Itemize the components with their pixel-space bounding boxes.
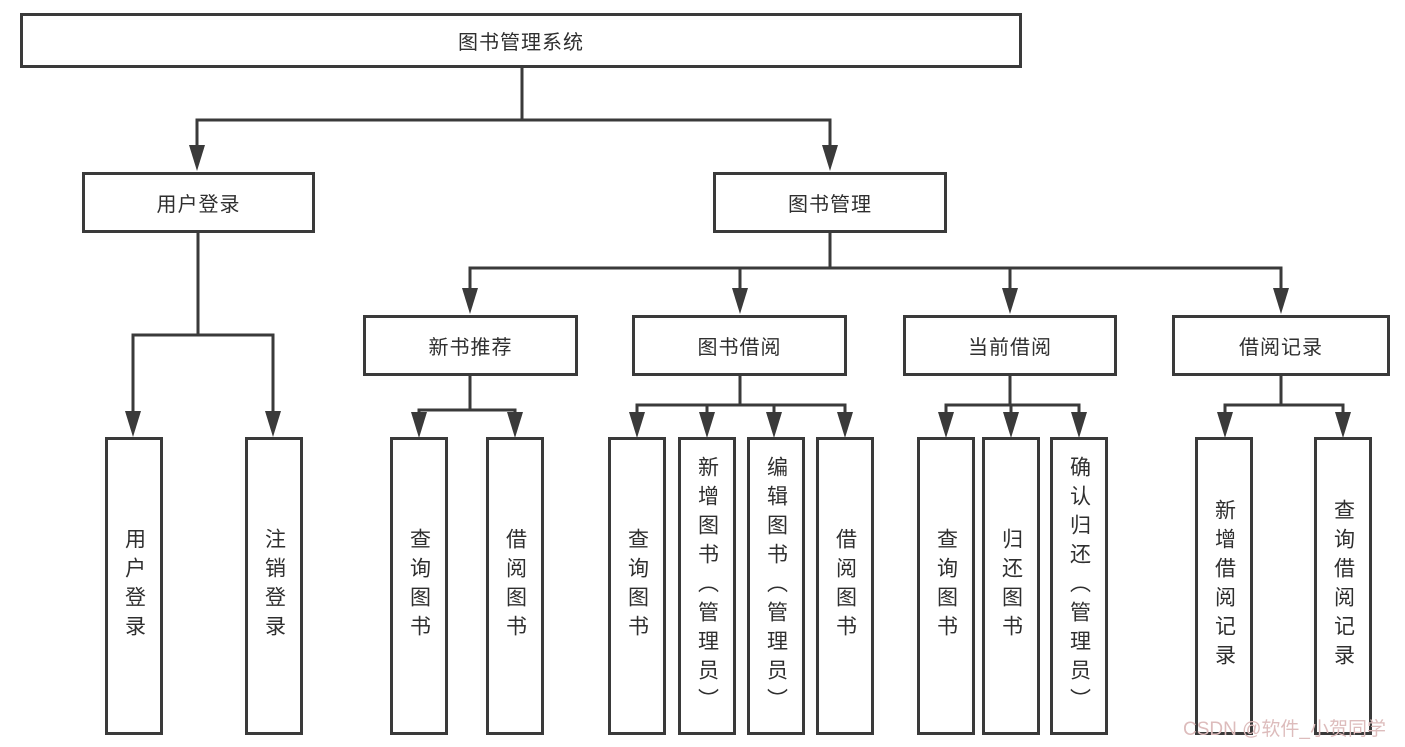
node-new-book-recommend-label: 新书推荐 bbox=[428, 337, 513, 359]
leaf-borrow-books-1: 借阅图书 bbox=[486, 437, 544, 735]
csdn-watermark: CSDN @软件_小贺同学 bbox=[1183, 719, 1386, 740]
leaf-confirm-return-admin: 确认归还（管理员） bbox=[1050, 437, 1108, 735]
leaf-logout-label: 注销登录 bbox=[262, 528, 286, 644]
leaf-confirm-return-admin-label: 确认归还（管理员） bbox=[1067, 455, 1091, 717]
leaf-edit-books-admin: 编辑图书（管理员） bbox=[747, 437, 805, 735]
node-book-management-label: 图书管理 bbox=[788, 194, 872, 216]
node-book-management: 图书管理 bbox=[713, 172, 947, 233]
arrowheads bbox=[125, 145, 1351, 438]
node-current-borrow-label: 当前借阅 bbox=[968, 337, 1052, 359]
leaf-user-login: 用户登录 bbox=[105, 437, 163, 735]
node-book-borrow: 图书借阅 bbox=[632, 315, 847, 376]
leaf-borrow-books-1-label: 借阅图书 bbox=[503, 528, 527, 644]
node-new-book-recommend: 新书推荐 bbox=[363, 315, 578, 376]
leaf-query-books-3: 查询图书 bbox=[917, 437, 975, 735]
leaf-return-books: 归还图书 bbox=[982, 437, 1040, 735]
node-borrow-records: 借阅记录 bbox=[1172, 315, 1390, 376]
leaf-add-books-admin: 新增图书（管理员） bbox=[678, 437, 736, 735]
node-current-borrow: 当前借阅 bbox=[903, 315, 1117, 376]
leaf-add-borrow-record-label: 新增借阅记录 bbox=[1212, 499, 1236, 673]
leaf-edit-books-admin-label: 编辑图书（管理员） bbox=[764, 455, 788, 717]
node-user-login-label: 用户登录 bbox=[156, 194, 241, 216]
leaf-borrow-books-2: 借阅图书 bbox=[816, 437, 874, 735]
leaf-query-borrow-record-label: 查询借阅记录 bbox=[1331, 499, 1355, 673]
leaf-query-books-2-label: 查询图书 bbox=[625, 528, 649, 644]
leaf-add-books-admin-label: 新增图书（管理员） bbox=[695, 455, 719, 717]
leaf-user-login-label: 用户登录 bbox=[122, 528, 146, 644]
node-book-borrow-label: 图书借阅 bbox=[697, 337, 782, 359]
leaf-query-books-3-label: 查询图书 bbox=[934, 528, 958, 644]
leaf-query-books-2: 查询图书 bbox=[608, 437, 666, 735]
leaf-query-books-1: 查询图书 bbox=[390, 437, 448, 735]
leaf-return-books-label: 归还图书 bbox=[999, 528, 1023, 644]
leaf-add-borrow-record: 新增借阅记录 bbox=[1195, 437, 1253, 735]
leaf-logout: 注销登录 bbox=[245, 437, 303, 735]
node-borrow-records-label: 借阅记录 bbox=[1239, 337, 1323, 359]
node-root-label: 图书管理系统 bbox=[458, 32, 584, 54]
leaf-borrow-books-2-label: 借阅图书 bbox=[833, 528, 857, 644]
node-user-login: 用户登录 bbox=[82, 172, 315, 233]
leaf-query-books-1-label: 查询图书 bbox=[407, 528, 431, 644]
node-root: 图书管理系统 bbox=[20, 13, 1022, 68]
leaf-query-borrow-record: 查询借阅记录 bbox=[1314, 437, 1372, 735]
